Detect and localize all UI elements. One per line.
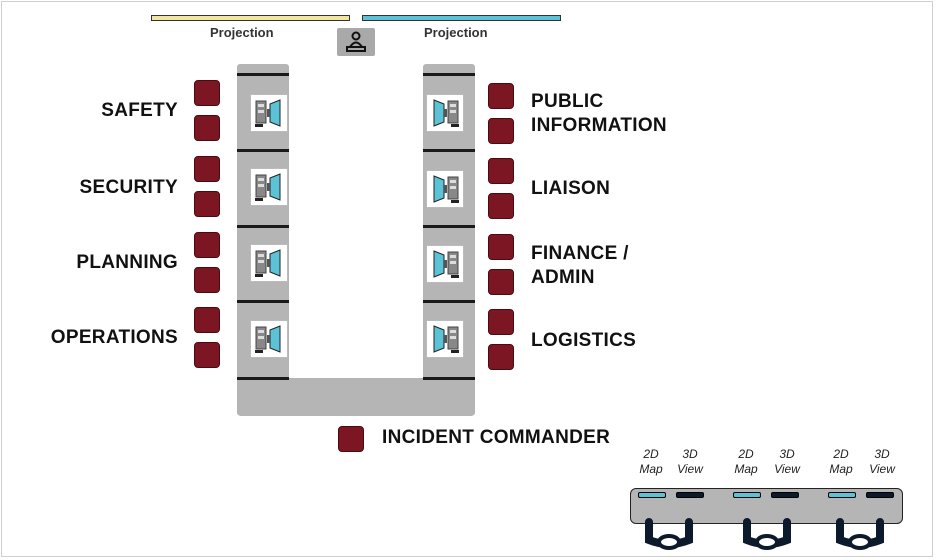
table-divider	[237, 73, 289, 76]
seat	[194, 80, 220, 106]
table-divider	[423, 300, 475, 303]
role-label-liaison: LIAISON	[531, 177, 610, 201]
role-label-line: LIAISON	[531, 178, 611, 199]
table-divider	[237, 377, 289, 380]
podium	[337, 28, 375, 56]
projection-label-left: Projection	[210, 25, 274, 40]
video-label-bottom: View	[677, 462, 703, 476]
video-label-bottom: Map	[734, 462, 758, 476]
workstation-icon	[426, 170, 464, 208]
workstation-icon	[426, 94, 464, 132]
seat	[488, 344, 514, 370]
role-label-logistics: LOGISTICS	[531, 329, 636, 353]
table-divider	[423, 225, 475, 228]
table-divider	[237, 300, 289, 303]
role-label-line: INFORMATION	[531, 115, 667, 136]
video-label-top: 2D	[643, 447, 659, 461]
video-label-top: 3D	[682, 447, 698, 461]
operator-chair-icon	[834, 518, 886, 552]
workstation-icon	[250, 244, 288, 282]
video-wall-desk	[630, 488, 903, 524]
seat	[488, 234, 514, 260]
workstation-icon	[250, 94, 288, 132]
presenter-icon	[346, 31, 366, 52]
role-label-line: LOGISTICS	[531, 330, 637, 351]
map-screen	[733, 492, 761, 498]
seat	[488, 193, 514, 219]
projection-screen-left	[151, 15, 350, 21]
workstation-icon	[426, 245, 464, 283]
seat	[488, 83, 514, 109]
table-divider	[423, 73, 475, 76]
table-divider	[237, 225, 289, 228]
video-label-bottom: View	[774, 462, 800, 476]
video-label-bottom: Map	[639, 462, 663, 476]
video-label-top: 2D	[833, 447, 849, 461]
video-label-bottom: Map	[829, 462, 853, 476]
seat	[488, 269, 514, 295]
table-divider	[423, 149, 475, 152]
workstation-icon	[250, 168, 288, 206]
view-screen	[676, 492, 704, 498]
seat	[194, 232, 220, 258]
operator-chair-icon	[741, 518, 793, 552]
video-label-top: 3D	[874, 447, 890, 461]
table-divider	[237, 149, 289, 152]
role-label-finance-admin: FINANCE / ADMIN	[531, 242, 629, 290]
video-label-top: 2D	[738, 447, 754, 461]
view-screen	[771, 492, 799, 498]
role-label-line: FINANCE /	[531, 243, 629, 264]
role-label-operations: OPERATIONS	[50, 327, 178, 348]
incident-commander-seat	[338, 426, 364, 452]
video-label-top: 3D	[779, 447, 795, 461]
map-screen	[638, 492, 666, 498]
projection-label-right: Projection	[424, 25, 488, 40]
table-bottom	[237, 378, 475, 416]
workstation-icon	[426, 320, 464, 358]
map-screen	[828, 492, 856, 498]
seat	[194, 156, 220, 182]
seat	[194, 115, 220, 141]
seat	[488, 158, 514, 184]
role-label-line: PUBLIC	[531, 91, 604, 112]
seat	[194, 307, 220, 333]
role-label-security: SECURITY	[79, 177, 178, 198]
view-screen	[866, 492, 894, 498]
workstation-icon	[250, 320, 288, 358]
role-label-line: ADMIN	[531, 267, 595, 288]
role-label-public-information: PUBLIC INFORMATION	[531, 90, 667, 138]
seat	[488, 309, 514, 335]
video-label-bottom: View	[869, 462, 895, 476]
seat	[194, 267, 220, 293]
projection-screen-right	[362, 15, 561, 21]
seat	[194, 342, 220, 368]
seat	[488, 118, 514, 144]
role-label-planning: PLANNING	[76, 252, 178, 273]
seat	[194, 191, 220, 217]
incident-commander-label: INCIDENT COMMANDER	[382, 427, 611, 448]
operator-chair-icon	[643, 518, 695, 552]
table-divider	[423, 377, 475, 380]
role-label-safety: SAFETY	[101, 100, 178, 121]
